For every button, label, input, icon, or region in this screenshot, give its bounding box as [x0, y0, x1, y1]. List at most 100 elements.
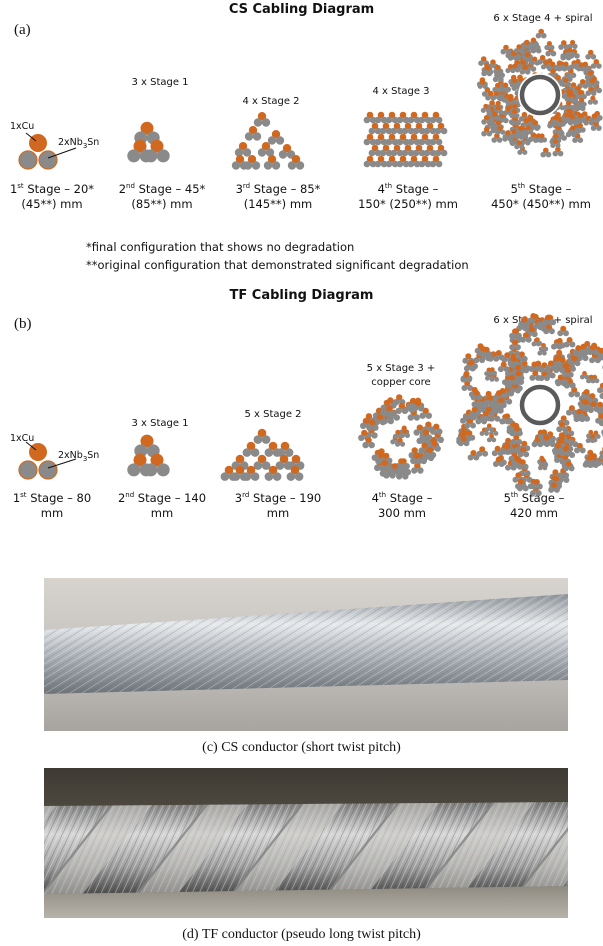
cu-strand — [410, 133, 418, 141]
nb3sn-strand — [547, 122, 553, 129]
cs-stage-4-label: 4th Stage –150* (250**) mm — [358, 181, 458, 211]
nb3sn-strand — [548, 328, 555, 335]
cu-strand — [512, 339, 518, 346]
nb3sn-strand — [535, 374, 542, 381]
nb3sn-strand — [374, 149, 382, 157]
cu-strand — [432, 155, 440, 163]
nb3sn-strand — [505, 464, 511, 471]
cu-strand — [485, 65, 491, 71]
cu-strand — [495, 350, 502, 356]
nb3sn-strand — [532, 340, 538, 346]
nb3sn-strand — [486, 351, 493, 358]
cu-strand — [511, 129, 517, 135]
nb3sn-strand — [596, 63, 602, 69]
cs-stage-2-label: 2nd Stage – 45*(85**) mm — [118, 181, 206, 211]
nb3sn-strand — [264, 448, 274, 457]
cu-strand — [524, 39, 530, 46]
nb3sn-strand — [264, 472, 274, 481]
cu-strand — [563, 61, 569, 67]
nb3sn-strand — [559, 105, 565, 111]
cu-strand — [224, 465, 234, 475]
nb3sn-strand — [545, 151, 552, 158]
nb3sn-strand — [493, 68, 499, 74]
nb3sn-strand — [489, 427, 494, 432]
nb3sn-strand — [231, 161, 241, 170]
cu-strand — [396, 394, 403, 401]
nb3sn-strand — [470, 394, 477, 401]
nb3sn-strand — [396, 149, 404, 157]
nb3sn-strand — [515, 120, 521, 126]
cu-strand — [590, 344, 596, 351]
cu-strand — [559, 421, 566, 428]
cu-strand — [521, 317, 527, 323]
nb3sn-strand — [396, 160, 404, 168]
nb3sn-strand — [544, 375, 550, 382]
cu-strand — [513, 328, 520, 335]
nb3sn-strand — [468, 410, 475, 417]
nb3sn-strand — [586, 433, 591, 439]
nb3sn-strand — [514, 387, 521, 394]
nb3sn-strand — [556, 426, 563, 433]
nb3sn-strand — [487, 370, 493, 376]
cu-strand — [576, 408, 583, 415]
nb3sn-strand — [560, 53, 566, 59]
cu-strand — [421, 442, 428, 449]
nb3sn-strand — [470, 422, 476, 429]
nb3sn-strand — [480, 107, 486, 113]
cu-strand — [543, 60, 549, 66]
cu-strand — [495, 100, 501, 106]
cu-strand — [532, 313, 539, 320]
cu-strand — [486, 406, 492, 413]
cu-strand — [257, 454, 267, 464]
nb3sn-strand — [510, 438, 517, 445]
nb3sn-strand — [586, 378, 592, 384]
cu-strand — [576, 442, 583, 449]
cu-strand — [550, 68, 556, 75]
nb3sn-strand — [531, 331, 538, 338]
nb3sn-strand — [538, 433, 545, 440]
cu-strand — [589, 393, 596, 400]
cu-strand — [376, 414, 384, 421]
nb3sn-strand — [596, 125, 602, 131]
nb3sn-strand — [496, 94, 502, 101]
nb3sn-strand — [592, 349, 599, 356]
cu-strand — [399, 133, 407, 141]
cu-strand — [504, 352, 511, 359]
nb3sn-strand — [516, 463, 523, 470]
nb3sn-strand — [557, 447, 564, 454]
nb3sn-strand — [552, 150, 559, 157]
nb3sn-strand — [520, 336, 526, 343]
nb3sn-strand — [498, 68, 504, 74]
cu-strand — [593, 430, 599, 436]
nb3sn-strand — [411, 467, 418, 474]
cu-strand — [528, 326, 535, 333]
cu-strand — [539, 133, 545, 139]
nb3sn-strand — [393, 414, 400, 421]
nb3sn-strand — [492, 124, 499, 130]
nb3sn-strand — [494, 115, 500, 121]
tf-spiral-core — [519, 384, 561, 426]
nb3sn-strand — [570, 72, 577, 79]
nb3sn-strand — [424, 160, 432, 168]
cu-strand — [271, 130, 281, 139]
cs-stage1-nb3sn-strand — [38, 150, 58, 170]
nb3sn-strand — [579, 447, 586, 454]
nb3sn-strand — [378, 464, 385, 472]
nb3sn-strand — [463, 414, 469, 420]
nb3sn-strand — [239, 161, 249, 170]
nb3sn-strand — [239, 472, 249, 481]
nb3sn-strand — [572, 349, 579, 356]
nb3sn-strand — [250, 448, 260, 457]
nb3sn-strand — [404, 468, 412, 476]
nb3sn-strand — [380, 160, 388, 168]
cu-strand — [518, 125, 524, 132]
nb3sn-strand — [491, 137, 498, 143]
cu-strand — [257, 428, 267, 438]
cu-strand — [539, 54, 546, 61]
cu-strand — [268, 465, 278, 475]
nb3sn-strand — [515, 129, 521, 136]
nb3sn-strand — [294, 472, 304, 481]
cu-strand — [541, 429, 548, 436]
cu-strand — [587, 70, 593, 76]
nb3sn-strand — [514, 447, 521, 454]
